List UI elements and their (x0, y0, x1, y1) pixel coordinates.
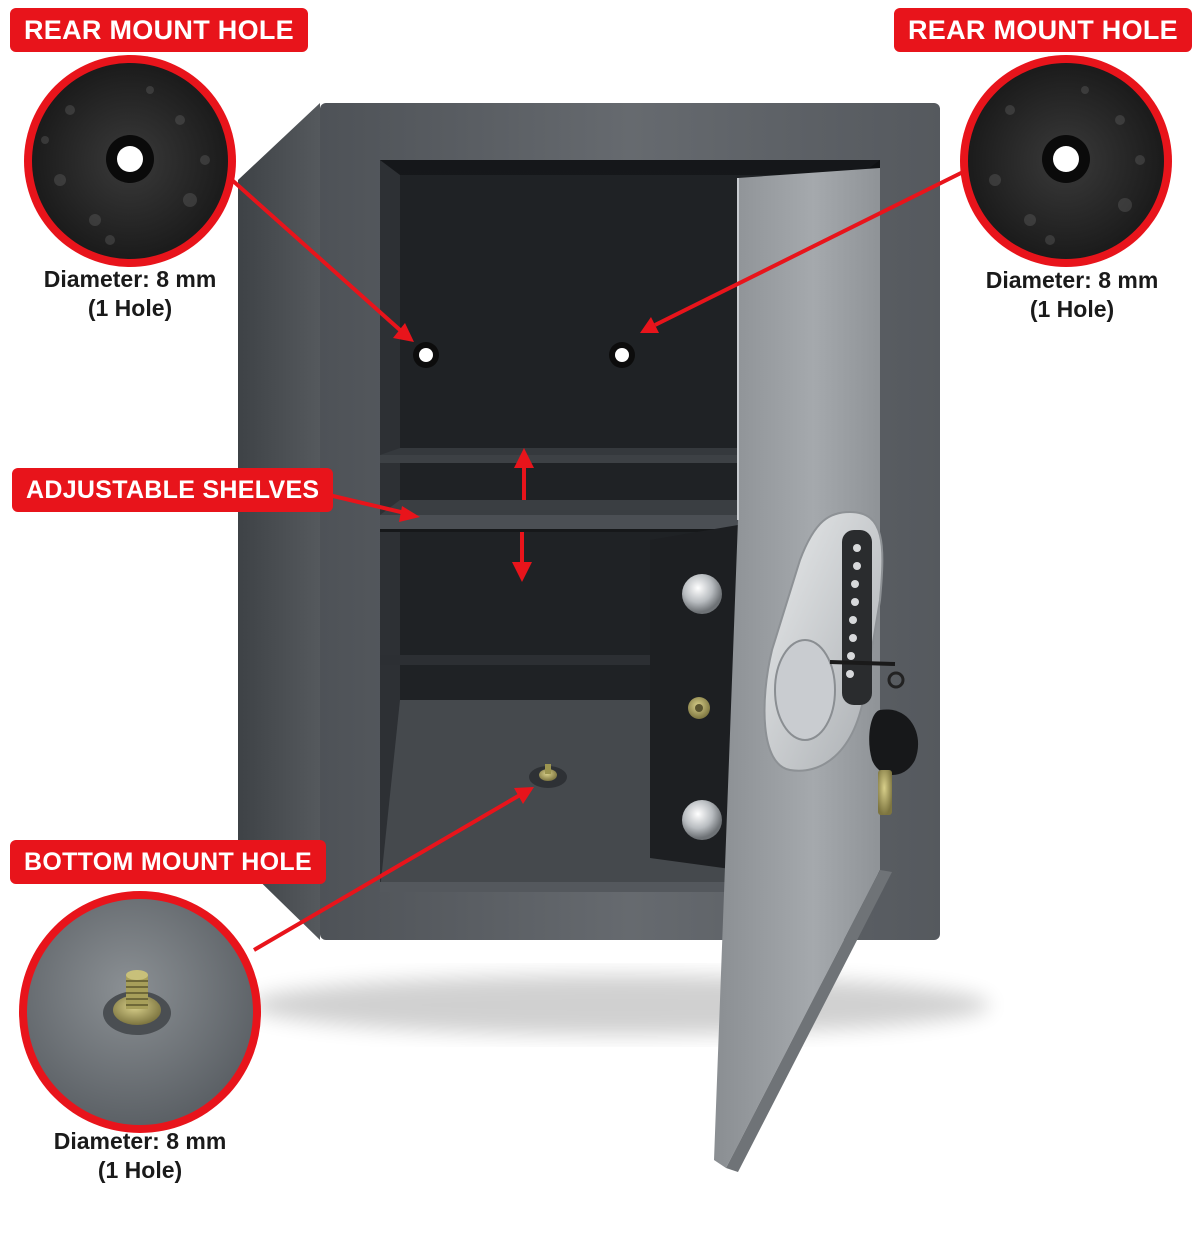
rear-mount-caption-right: Diameter: 8 mm (1 Hole) (972, 266, 1172, 324)
hole-count-text: (1 Hole) (1029, 296, 1115, 322)
keypad-icon[interactable] (842, 530, 872, 705)
bottom-mount-zoom (19, 891, 261, 1133)
bottom-mount-bolt (529, 764, 567, 788)
rear-mount-label-left: REAR MOUNT HOLE (10, 8, 308, 52)
hole-count-text: (1 Hole) (87, 295, 173, 321)
leader-arrows (230, 168, 968, 952)
rear-mount-hole-left (413, 342, 439, 368)
rear-mount-caption-left: Diameter: 8 mm (1 Hole) (30, 265, 230, 323)
rear-mount-hole-right (609, 342, 635, 368)
rear-mount-zoom-right (960, 55, 1172, 267)
bottom-mount-caption: Diameter: 8 mm (1 Hole) (40, 1127, 240, 1185)
hole-count-text: (1 Hole) (97, 1157, 183, 1183)
bottom-mount-label: BOTTOM MOUNT HOLE (10, 840, 326, 884)
threaded-bolt-icon (103, 970, 171, 1035)
safe-door[interactable] (714, 168, 919, 1172)
door-lock-block (650, 525, 738, 870)
locking-bolt (682, 800, 722, 840)
mount-hole-icon (1042, 135, 1090, 183)
mount-hole-icon (106, 135, 154, 183)
locking-bolt (682, 574, 722, 614)
rear-mount-label-right: REAR MOUNT HOLE (894, 8, 1192, 52)
diameter-text: Diameter: 8 mm (43, 266, 217, 292)
adjustable-shelves-label: ADJUSTABLE SHELVES (12, 468, 334, 512)
key-icon[interactable] (829, 660, 919, 815)
rear-mount-zoom-left (24, 55, 236, 267)
diameter-text: Diameter: 8 mm (53, 1128, 227, 1154)
diameter-text: Diameter: 8 mm (985, 267, 1159, 293)
